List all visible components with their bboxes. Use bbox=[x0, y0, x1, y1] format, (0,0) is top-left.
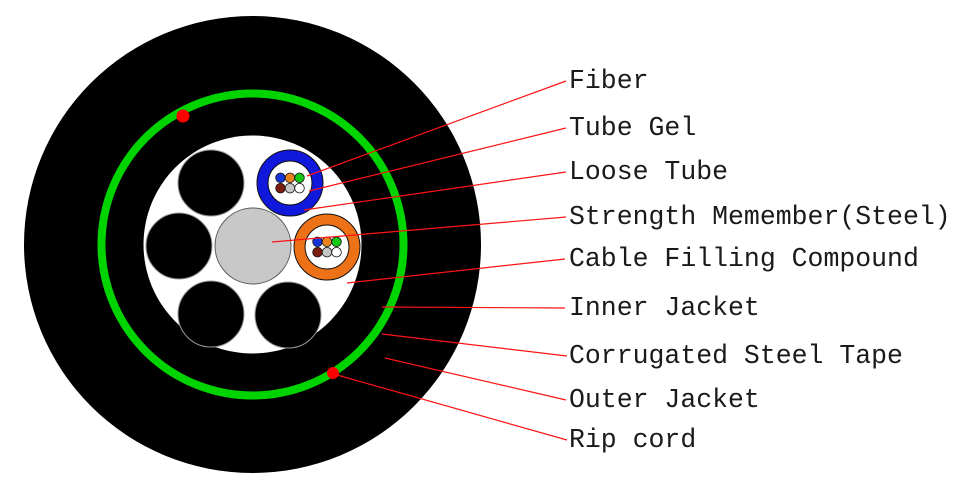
blue-loose-tube-fiber-5 bbox=[284, 182, 296, 194]
blue-loose-tube-fiber-2 bbox=[284, 172, 296, 184]
label-rip-cord: Rip cord bbox=[569, 425, 696, 455]
rip-cord-dot-1 bbox=[176, 109, 190, 123]
corrugated-steel-tape-ring bbox=[97, 89, 408, 400]
orange-loose-tube-fiber-3 bbox=[331, 236, 342, 248]
rip-cord-dots-group bbox=[176, 109, 339, 379]
leader-line-loose-tube bbox=[303, 171, 567, 211]
label-fiber: Fiber bbox=[569, 66, 649, 96]
label-cable-filling-compound: Cable Filling Compound bbox=[569, 244, 919, 274]
leader-line-tube-gel bbox=[308, 127, 567, 192]
blue-loose-tube-fiber-6 bbox=[294, 182, 305, 194]
label-inner-jacket: Inner Jacket bbox=[569, 293, 760, 323]
leader-line-corrugated-steel-tape bbox=[381, 333, 568, 357]
blue-loose-tube-fiber-1 bbox=[275, 172, 286, 184]
strength-member bbox=[214, 207, 292, 285]
orange-loose-tube-fiber-6 bbox=[331, 246, 342, 258]
blue-loose-tube-group bbox=[256, 149, 324, 217]
label-loose-tube: Loose Tube bbox=[569, 157, 728, 187]
label-strength-member: Strength Memember(Steel) bbox=[569, 202, 951, 232]
orange-loose-tube-fiber-4 bbox=[312, 246, 323, 258]
filler-tube-3 bbox=[177, 280, 245, 348]
blue-loose-tube-fiber-4 bbox=[275, 182, 286, 194]
leader-line-inner-jacket bbox=[381, 306, 566, 309]
leader-line-fiber bbox=[306, 80, 567, 177]
filler-tube-1 bbox=[177, 149, 245, 217]
filler-tube-2 bbox=[145, 212, 213, 280]
orange-loose-tube-group bbox=[293, 213, 361, 281]
leader-line-outer-jacket bbox=[384, 357, 567, 401]
rip-cord-dot-2 bbox=[327, 367, 339, 379]
leader-line-rip-cord bbox=[336, 374, 568, 441]
leader-lines-group bbox=[271, 80, 568, 441]
label-corrugated-steel-tape: Corrugated Steel Tape bbox=[569, 341, 903, 371]
leader-line-strength-member bbox=[271, 216, 567, 243]
orange-loose-tube-fiber-5 bbox=[321, 246, 333, 258]
orange-loose-tube-fiber-2 bbox=[321, 236, 333, 248]
label-tube-gel: Tube Gel bbox=[569, 113, 696, 143]
cross-section-group bbox=[24, 16, 481, 473]
filler-tube-4 bbox=[254, 281, 322, 349]
blue-loose-tube-fiber-3 bbox=[294, 172, 305, 184]
label-outer-jacket: Outer Jacket bbox=[569, 385, 760, 415]
leader-line-cable-filling-compound bbox=[346, 258, 566, 284]
